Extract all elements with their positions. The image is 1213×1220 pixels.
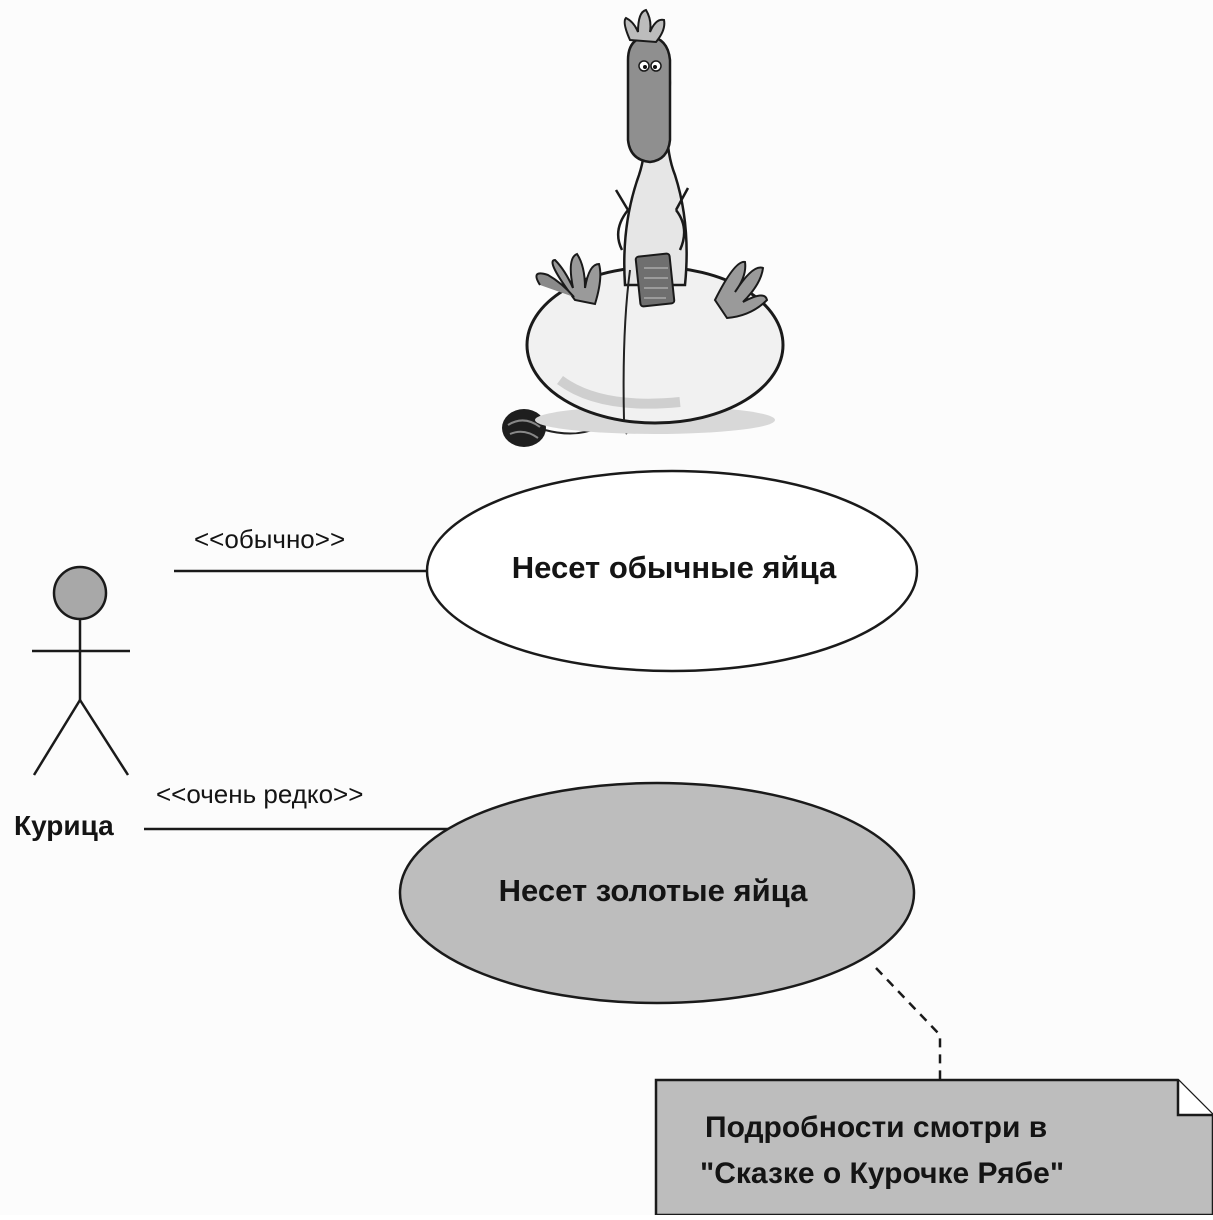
comb-icon [623,8,666,44]
note-shape [654,1078,1213,1217]
stick-figure-actor-icon [32,565,130,776]
note-anchor-line [875,967,942,1080]
association-very-rarely[interactable]: <<очень редко>> [144,779,450,831]
knitting-icon [634,252,676,308]
use-case-label: Несет обычные яйца [512,550,837,585]
right-feathers-icon [713,260,769,320]
use-case-ordinary-eggs[interactable]: Несет обычные яйца [425,469,919,673]
use-case-ellipse [425,469,919,673]
note[interactable]: Подробности смотри в "Сказке о Курочке Р… [654,1078,1213,1217]
stereotype-label-very-rarely: <<очень редко>> [156,779,363,809]
note-folded-corner-icon [1176,1080,1213,1117]
chicken-sitting-on-egg-illustration [502,8,785,447]
note-line-2: "Сказке о Курочке Рябе" [700,1157,1064,1190]
use-case-golden-eggs[interactable]: Несет золотые яйца [398,781,916,1005]
association-usually[interactable]: <<обычно>> [174,524,428,573]
actor-name: Курица [14,810,114,841]
actor-chicken[interactable]: Курица [14,565,130,841]
use-case-ellipse [398,781,916,1005]
stereotype-label-usually: <<обычно>> [194,524,345,554]
note-line-1: Подробности смотри в [705,1111,1047,1144]
yarn-ball-icon [502,409,546,447]
use-case-label: Несет золотые яйца [499,873,808,908]
left-feathers-icon [535,252,602,306]
